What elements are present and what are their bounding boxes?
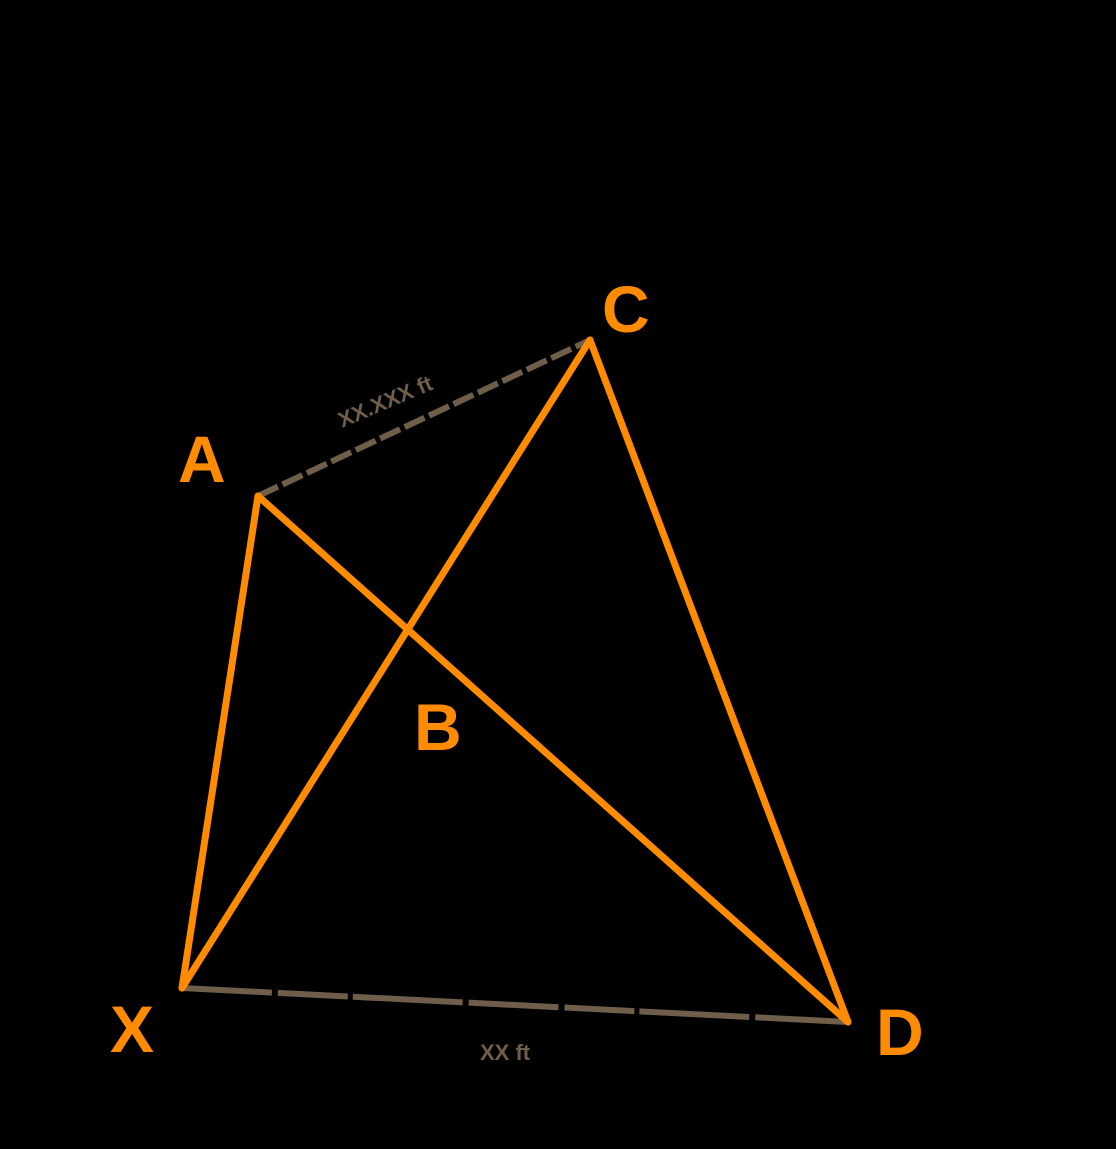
- vertex-label-b: B: [414, 690, 462, 764]
- edge-x-c: [178, 336, 594, 992]
- vertex-label-d: D: [876, 995, 924, 1069]
- vertex-label-c: C: [602, 272, 650, 346]
- edge-c-d: [586, 336, 852, 1026]
- measure-label-xd: XX ft: [480, 1040, 531, 1065]
- edge-a-d: [254, 492, 852, 1026]
- edge-a-x: [178, 492, 262, 992]
- vertex-label-a: A: [178, 422, 226, 496]
- vertex-label-x: X: [110, 992, 154, 1066]
- measure-label-ac: XX.XXX ft: [334, 370, 437, 432]
- measure-line-xd: [181, 985, 849, 1025]
- measure-line-ac: [256, 337, 592, 499]
